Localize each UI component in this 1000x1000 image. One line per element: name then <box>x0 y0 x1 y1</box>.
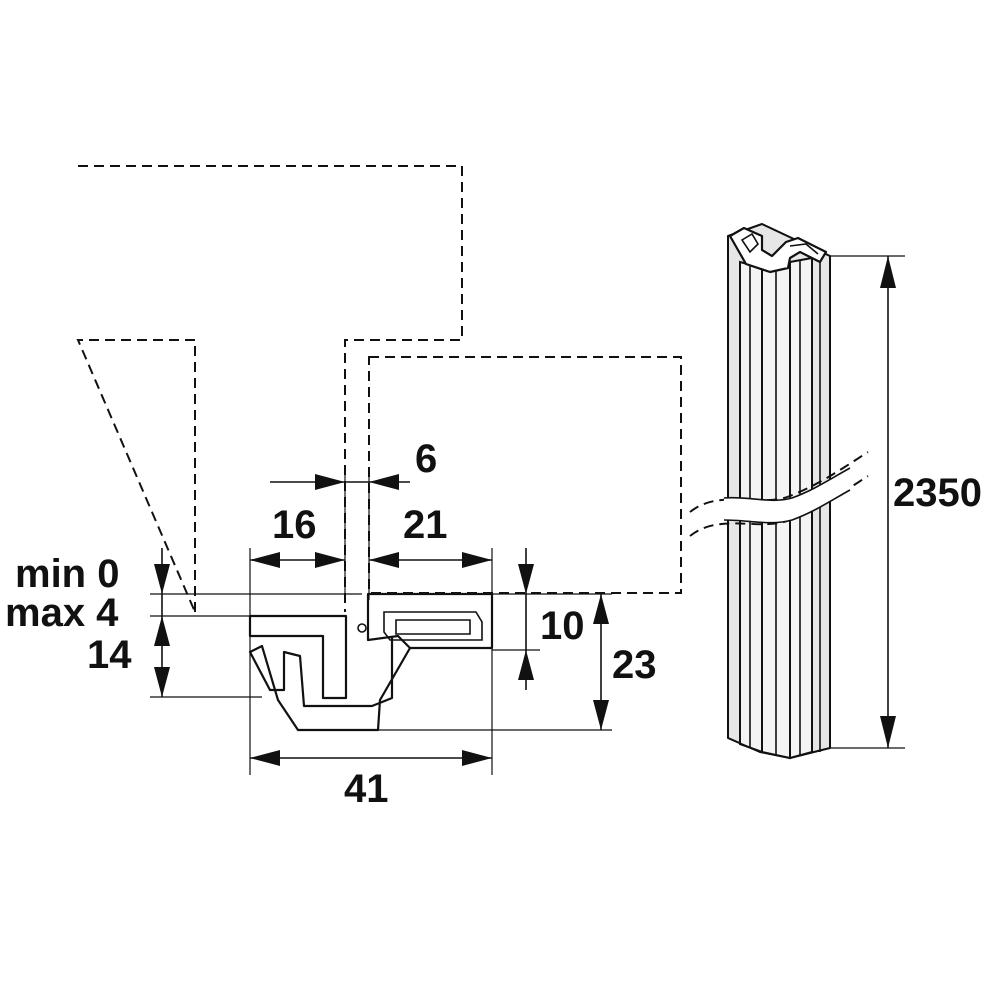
dim-min0-label: min 0 <box>15 552 119 596</box>
dim-6-label: 6 <box>415 437 437 481</box>
clip-pin <box>357 623 367 633</box>
profile-top-end <box>728 226 828 274</box>
dim-41-label: 41 <box>344 767 389 811</box>
profile-top-lip <box>789 243 819 255</box>
break-line-upper <box>689 451 869 513</box>
profile-cross-section <box>248 592 494 732</box>
clip-inner-groove <box>395 619 471 635</box>
dimension-labels: 16 21 6 min 0 max 4 14 10 23 41 2350 <box>5 437 982 811</box>
dimension-lines <box>154 256 896 766</box>
profile-top-slot <box>740 232 760 254</box>
dim-2350-label: 2350 <box>893 471 982 515</box>
dashed-panel-outlines <box>76 165 682 613</box>
dim-max4-label: max 4 <box>5 591 119 635</box>
dim-21-label: 21 <box>403 503 448 547</box>
clip-inner-slot <box>383 611 483 641</box>
break-gap <box>724 468 850 523</box>
dim-10-label: 10 <box>540 604 585 648</box>
upper-panel-outline <box>76 165 463 613</box>
extension-lines <box>150 255 905 775</box>
dim-16-label: 16 <box>272 503 317 547</box>
dim-14-label: 14 <box>87 633 132 677</box>
profile-bottom-end <box>727 737 831 759</box>
dim-23-label: 23 <box>612 643 657 687</box>
profile-perspective-view <box>689 223 869 760</box>
